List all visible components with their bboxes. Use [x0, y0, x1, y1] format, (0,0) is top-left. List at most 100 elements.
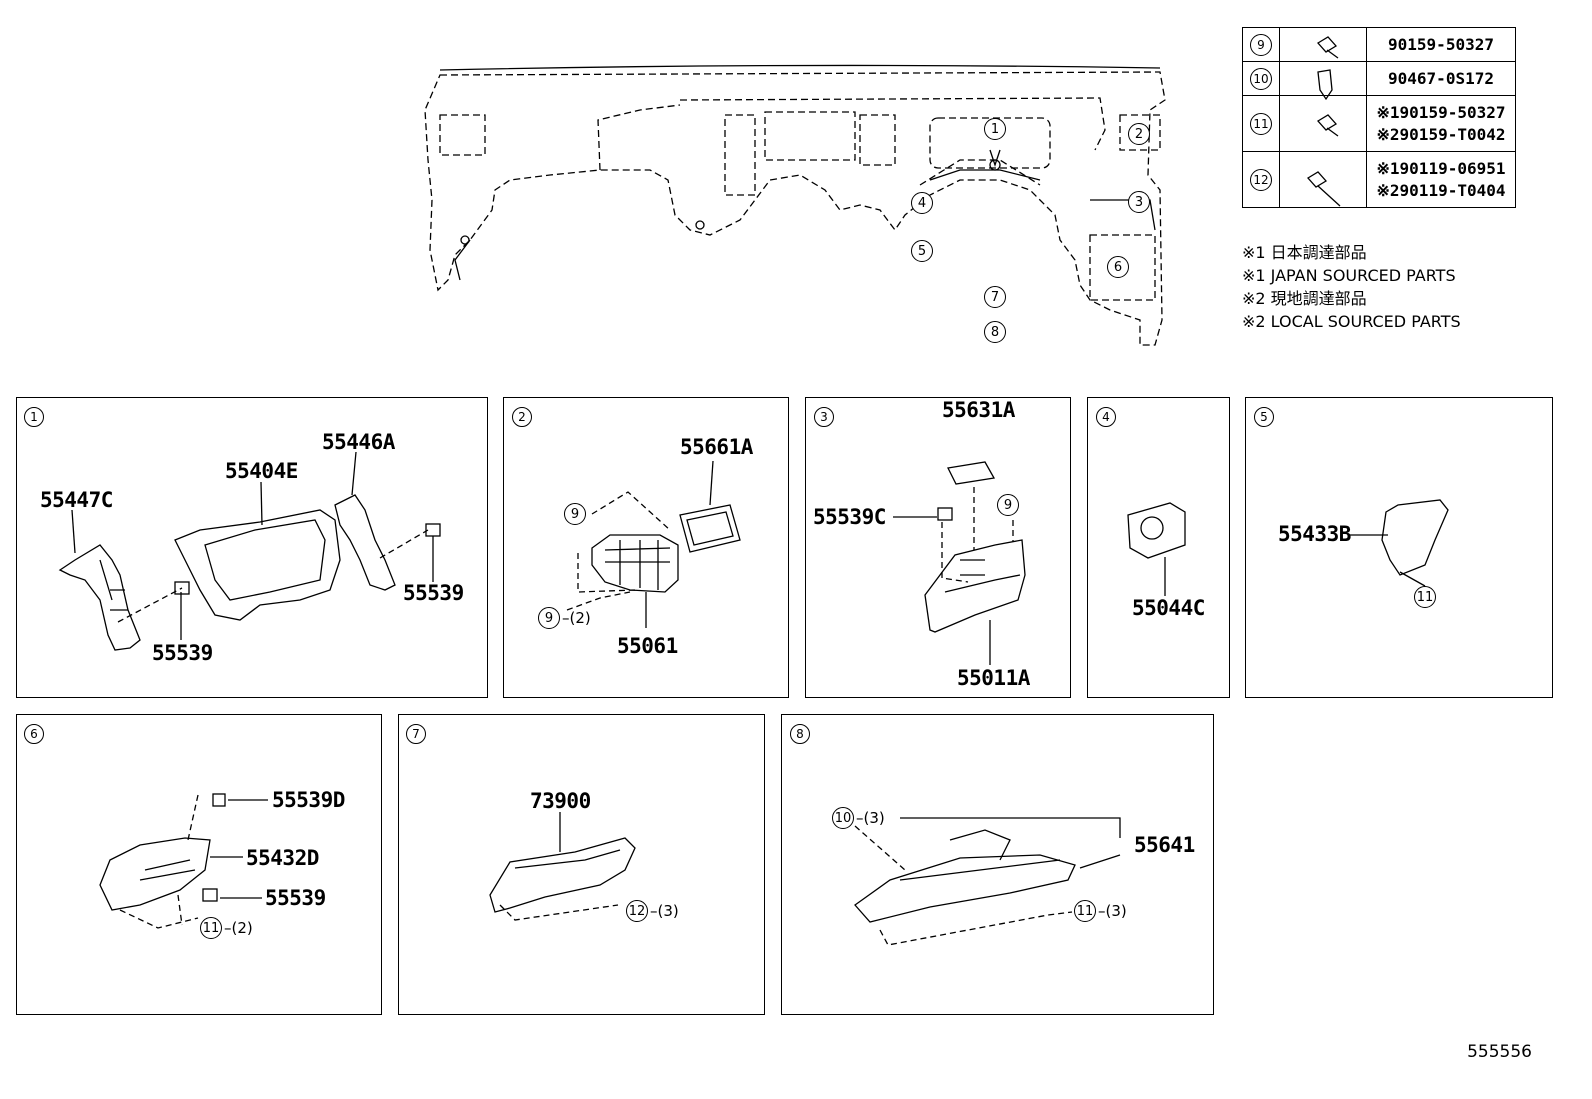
- part-55631A-shape: [947, 461, 996, 485]
- panel3-dashed: [941, 487, 1014, 583]
- panel-ref: 1: [24, 407, 44, 427]
- fastener-icon-cell: [1279, 61, 1367, 96]
- qty-value: (2): [569, 609, 591, 627]
- panel-8: [781, 714, 1214, 1015]
- qty-value: (3): [863, 809, 885, 827]
- fastener-row: 11 ※190159-50327 ※290159-T0042: [1242, 95, 1516, 152]
- note-japan-jp: ※1 日本調達部品: [1242, 243, 1367, 262]
- callout-circle[interactable]: 9: [564, 503, 586, 525]
- panel8-leaders: [900, 817, 1121, 869]
- callout-circle[interactable]: 11: [1074, 900, 1096, 922]
- panel-ref: 7: [406, 724, 426, 744]
- part-number[interactable]: 90159-50327: [1388, 34, 1494, 54]
- part-label[interactable]: 55432D: [246, 846, 319, 870]
- panel-ref: 6: [24, 724, 44, 744]
- part-label[interactable]: 55539: [403, 581, 464, 605]
- part-number[interactable]: ※290159-T0042: [1376, 124, 1506, 144]
- panel-7: [398, 714, 765, 1015]
- overview-marker[interactable]: 1: [984, 118, 1006, 140]
- fastener-icon-cell: [1279, 27, 1367, 62]
- panel6-leaders: [210, 799, 268, 899]
- callout-qty: –(3): [1098, 902, 1127, 920]
- clip-55539D: [212, 793, 226, 807]
- panel-ref: 2: [512, 407, 532, 427]
- panel2-dashed: [566, 491, 671, 611]
- fastener-table: 9 90159-50327 10 90467-0S172 11 ※190159-…: [1242, 27, 1516, 208]
- part-label[interactable]: 55433B: [1278, 522, 1351, 546]
- panel1-leaders: [71, 451, 434, 640]
- overview-marker[interactable]: 4: [911, 192, 933, 214]
- part-55404E-shape: [174, 509, 341, 621]
- panel-2: [503, 397, 789, 698]
- panel-6: [16, 714, 382, 1015]
- note-local-jp: ※2 現地調達部品: [1242, 289, 1367, 308]
- ref-circle: 9: [1250, 33, 1272, 56]
- ref-circle: 12: [1250, 168, 1272, 191]
- part-label[interactable]: 55631A: [942, 398, 1015, 422]
- note-local-en: ※2 LOCAL SOURCED PARTS: [1242, 312, 1461, 331]
- fastener-row: 12 ※190119-06951 ※290119-T0404: [1242, 151, 1516, 208]
- part-55432D-shape: [99, 837, 211, 911]
- part-label[interactable]: 55539C: [813, 505, 886, 529]
- callout-circle[interactable]: 12: [626, 900, 648, 922]
- callout-circle[interactable]: 11: [1414, 586, 1436, 608]
- part-label[interactable]: 55447C: [40, 488, 113, 512]
- part-55641-shape: [854, 829, 1076, 923]
- diagram-id: 555556: [1467, 1042, 1532, 1062]
- part-label[interactable]: 55044C: [1132, 596, 1205, 620]
- panel-ref: 5: [1254, 407, 1274, 427]
- panel-ref: 3: [814, 407, 834, 427]
- part-55661A-shape: [679, 504, 741, 553]
- part-number[interactable]: ※290119-T0404: [1376, 180, 1506, 200]
- part-label[interactable]: 73900: [530, 789, 591, 813]
- part-number[interactable]: ※190119-06951: [1376, 158, 1506, 178]
- overview-marker[interactable]: 8: [984, 321, 1006, 343]
- part-label[interactable]: 55404E: [225, 459, 298, 483]
- dashboard-overview-outline: [424, 71, 1166, 346]
- callout-circle[interactable]: 11: [200, 917, 222, 939]
- qty-value: (2): [231, 919, 253, 937]
- part-label[interactable]: 55539: [265, 886, 326, 910]
- panel-3: [805, 397, 1071, 698]
- callout-qty: –(3): [650, 902, 679, 920]
- callout-qty: –(2): [224, 919, 253, 937]
- callout-qty: –(3): [856, 809, 885, 827]
- fastener-icon-cell: [1279, 95, 1367, 152]
- clip-55539-left: [174, 581, 190, 595]
- dashboard-overview-solid: [439, 64, 1161, 281]
- ref-circle: 10: [1250, 67, 1272, 90]
- part-label[interactable]: 55446A: [322, 430, 395, 454]
- panel1-leaders-dashed: [117, 529, 429, 623]
- panel-ref: 8: [790, 724, 810, 744]
- callout-circle[interactable]: 9: [997, 494, 1019, 516]
- overview-marker[interactable]: 5: [911, 240, 933, 262]
- overview-marker[interactable]: 3: [1128, 191, 1150, 213]
- part-number[interactable]: ※190159-50327: [1376, 102, 1506, 122]
- panel-ref: 4: [1096, 407, 1116, 427]
- panel7-dashed: [499, 904, 619, 921]
- fastener-row: 9 90159-50327: [1242, 27, 1516, 62]
- note-japan-en: ※1 JAPAN SOURCED PARTS: [1242, 266, 1456, 285]
- panel-5: [1245, 397, 1553, 698]
- part-label[interactable]: 55061: [617, 634, 678, 658]
- part-label[interactable]: 55539: [152, 641, 213, 665]
- overview-marker[interactable]: 7: [984, 286, 1006, 308]
- part-55447C-shape: [58, 544, 141, 651]
- part-55433B-shape: [1350, 499, 1449, 587]
- panel3-leaders: [893, 516, 991, 665]
- part-label[interactable]: 55661A: [680, 435, 753, 459]
- fastener-row: 10 90467-0S172: [1242, 61, 1516, 96]
- part-number[interactable]: 90467-0S172: [1388, 68, 1494, 88]
- overview-marker[interactable]: 6: [1107, 256, 1129, 278]
- part-73900-shape: [489, 812, 636, 913]
- callout-circle[interactable]: 10: [832, 807, 854, 829]
- overview-marker[interactable]: 2: [1128, 123, 1150, 145]
- panel-4: [1087, 397, 1230, 698]
- callout-circle[interactable]: 9: [538, 607, 560, 629]
- part-55011A-shape: [924, 539, 1026, 633]
- panel-1: [16, 397, 488, 698]
- part-label[interactable]: 55539D: [272, 788, 345, 812]
- part-label[interactable]: 55011A: [957, 666, 1030, 690]
- part-label[interactable]: 55641: [1134, 833, 1195, 857]
